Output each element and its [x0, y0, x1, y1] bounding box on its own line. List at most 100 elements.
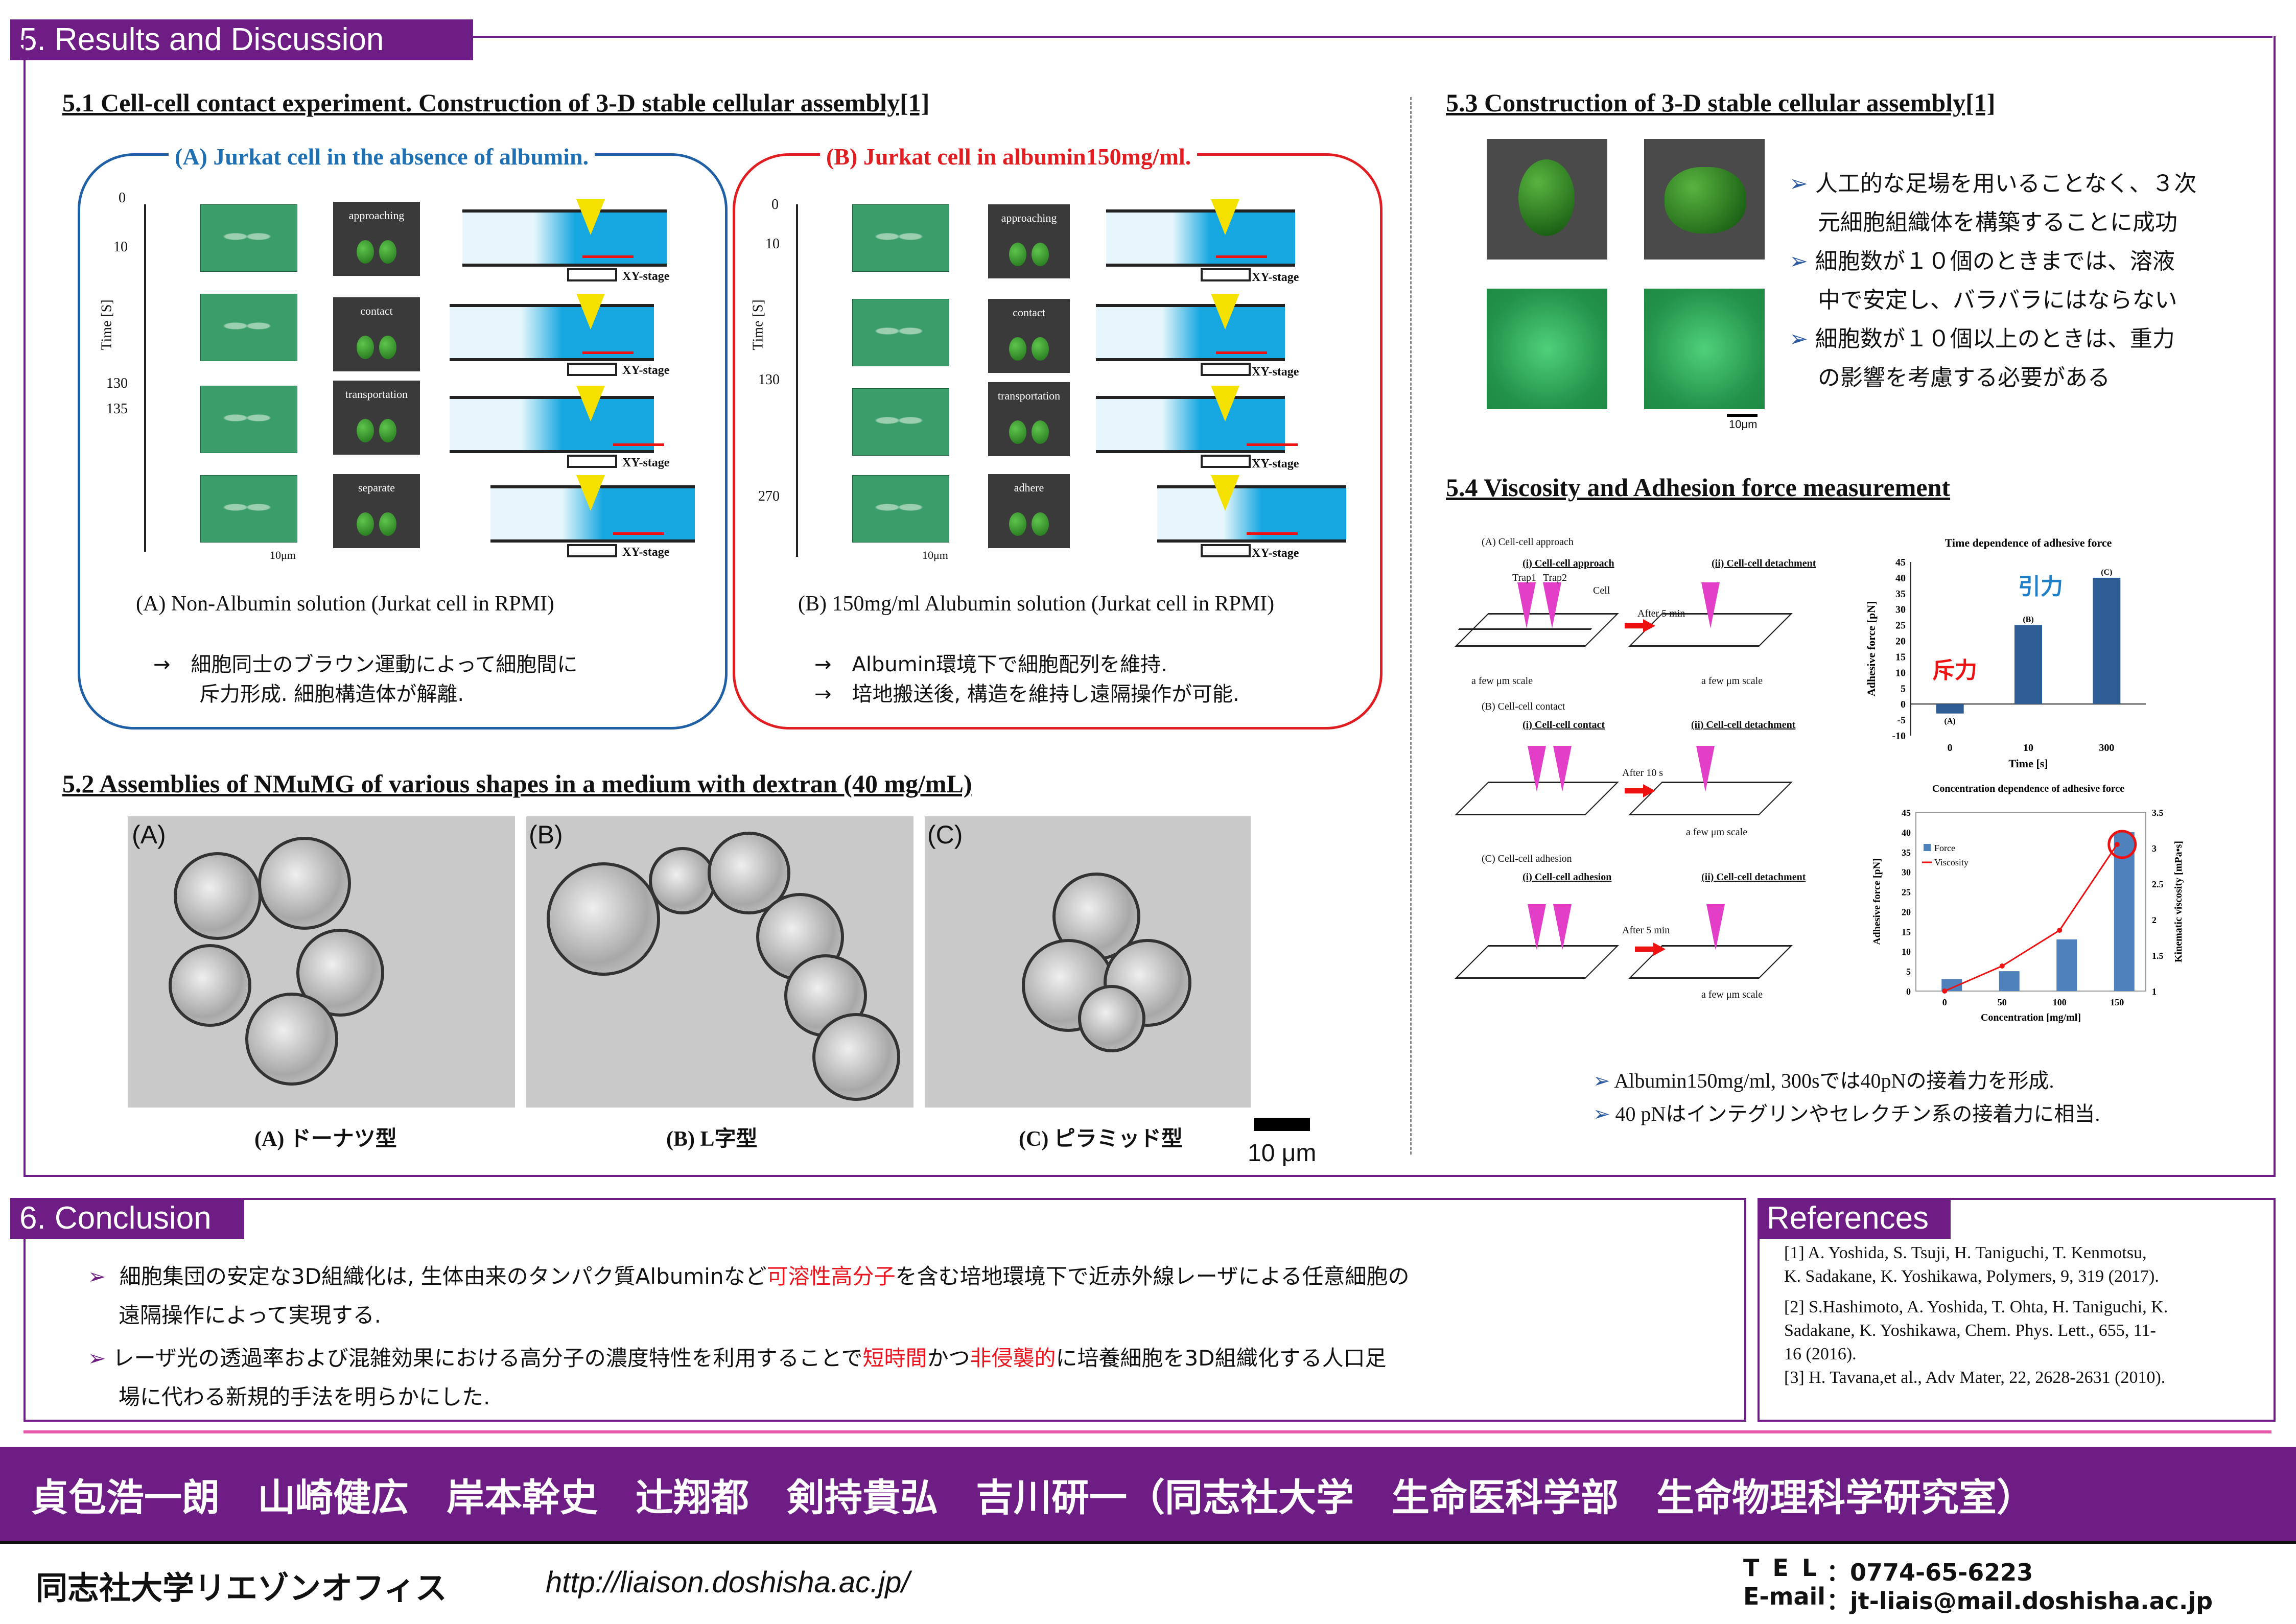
- schem-label: (C) Cell-cell adhesion: [1482, 853, 1572, 864]
- xy-stage-label: XY-stage: [622, 546, 670, 559]
- shape-caption: (A) ドーナツ型: [254, 1127, 397, 1151]
- step-box: adhere: [988, 474, 1070, 548]
- bar: [1936, 704, 1964, 714]
- bar-label: (B): [2023, 616, 2033, 624]
- x-tick-label: 50: [1998, 997, 2007, 1007]
- y2-tick-label: 1.5: [2152, 951, 2164, 961]
- xy-stage-label: XY-stage: [622, 270, 670, 283]
- micrograph: [200, 294, 297, 361]
- panel-label: (B): [529, 820, 563, 849]
- conclusion-frame: [24, 1198, 1746, 1422]
- y2-tick-label: 1: [2152, 986, 2157, 997]
- xy-stage-label: XY-stage: [622, 456, 670, 469]
- plot-frame: [1915, 812, 2146, 992]
- time-0: 0: [771, 197, 779, 213]
- mail-link[interactable]: ：jt-liais@mail.doshisha.ac.jp: [1826, 1587, 2213, 1615]
- chart1-title: Time dependence of adhesive force: [1945, 536, 2112, 549]
- y2-tick-label: 3.5: [2152, 808, 2164, 818]
- scale-label: a few μm scale: [1701, 989, 1763, 1000]
- reference-list: [1] A. Yoshida, S. Tsuji, H. Taniguchi, …: [1784, 1243, 2168, 1387]
- repulsion-label: 斥力: [1932, 657, 1977, 684]
- time-10: 10: [765, 236, 780, 252]
- scale-label: a few μm scale: [1471, 675, 1533, 687]
- trap-label: Trap2: [1543, 572, 1567, 583]
- chart2-title: Concentration dependence of adhesive for…: [1932, 783, 2124, 794]
- panel-b-note: → 培地搬送後, 構造を維持し遠隔操作が可能.: [814, 682, 1239, 706]
- legend-swatch: [1924, 844, 1931, 851]
- tel-label: T E L: [1743, 1554, 1817, 1582]
- time-130: 130: [106, 375, 128, 391]
- s54-heading: 5.4 Viscosity and Adhesion force measure…: [1446, 473, 1951, 502]
- nmumg-image-b: [526, 816, 913, 1108]
- xy-stage-label: XY-stage: [622, 364, 670, 377]
- y-tick-label: 10: [1895, 667, 1906, 678]
- schem-label: (B) Cell-cell contact: [1482, 701, 1565, 712]
- mail-label: E-mail: [1743, 1583, 1826, 1610]
- shape-caption: (B) L字型: [666, 1127, 758, 1151]
- schem-label: (ii) Cell-cell detachment: [1691, 719, 1796, 731]
- y-tick-label: 35: [1902, 848, 1911, 858]
- step-box: approaching: [988, 204, 1070, 278]
- panel-b-note: → Albumin環境下で細胞配列を維持.: [814, 653, 1167, 676]
- shape-caption: (C) ピラミッド型: [1019, 1127, 1183, 1151]
- nmumg-image-a: [128, 816, 515, 1108]
- micrograph: [200, 204, 297, 272]
- highlight-circle: [2107, 830, 2137, 859]
- scale-bar: [1254, 1118, 1310, 1131]
- micrograph: [200, 475, 297, 543]
- author-line: 貞包浩一朗 山崎健広 岸本幹史 辻翔都 剣持貴弘 吉川研一（同志社大学 生命医科…: [31, 1476, 2034, 1520]
- step-box: separate: [333, 474, 420, 548]
- xy-stage-label: XY-stage: [1252, 365, 1299, 379]
- y-tick-label: 25: [1902, 887, 1911, 898]
- scale-bar-label: 10 μm: [1248, 1140, 1317, 1167]
- y-tick-label: 20: [1895, 636, 1906, 647]
- y-tick-label: 25: [1895, 620, 1906, 631]
- cell-label: Cell: [1593, 585, 1610, 596]
- xy-stage-label: XY-stage: [1252, 547, 1299, 560]
- tel-value: ：0774-65-6223: [1826, 1559, 2033, 1586]
- y-tick-label: 5: [1906, 967, 1911, 977]
- conclusion-line: ➢ レーザ光の透過率および混雑効果における高分子の濃度特性を利用することで短時間…: [88, 1346, 1387, 1371]
- author-band: [0, 1447, 2296, 1541]
- x-tick-label: 150: [2110, 997, 2124, 1007]
- viscosity-point: [2057, 928, 2063, 933]
- y-tick-label: 0: [1906, 986, 1911, 997]
- scale-label: a few μm scale: [1701, 675, 1763, 687]
- micrograph: [852, 475, 949, 543]
- schem-label: (i) Cell-cell approach: [1522, 558, 1614, 569]
- x-axis-label: Concentration [mg/ml]: [1981, 1012, 2081, 1023]
- channel: [462, 209, 667, 267]
- time-130: 130: [758, 372, 780, 388]
- bar: [1999, 971, 2020, 991]
- attraction-label: 引力: [2018, 574, 2063, 600]
- legend-label: Viscosity: [1934, 857, 1969, 867]
- fluor-image: [1644, 289, 1765, 409]
- conclusion-line: 遠隔操作によって実現する.: [119, 1303, 381, 1328]
- s54-bullet: ➢ Albumin150mg/ml, 300sでは40pNの接着力を形成.: [1593, 1069, 2054, 1092]
- bar: [2056, 939, 2077, 991]
- panel-b-caption: (B) 150mg/ml Alubumin solution (Jurkat c…: [798, 592, 1275, 616]
- viscosity-point: [1999, 963, 2005, 969]
- y-tick-label: 30: [1895, 604, 1906, 616]
- y-tick-label: 15: [1902, 927, 1911, 937]
- y2-axis-label: Kinematic viscosity [mPa•s]: [2173, 841, 2184, 962]
- y2-tick-label: 2: [2152, 915, 2157, 925]
- s53-bullet: ➢ 人工的な足場を用いることなく、３次 元細胞組織体を構築することに成功 ➢ 細…: [1789, 171, 2197, 391]
- bar: [2093, 577, 2121, 704]
- references-frame: [1758, 1198, 2276, 1422]
- xy-stage-label: XY-stage: [1252, 271, 1299, 284]
- y-tick-label: 40: [1902, 828, 1911, 838]
- y-tick-label: 35: [1895, 589, 1906, 600]
- office-url-link[interactable]: http://liaison.doshisha.ac.jp/: [546, 1566, 910, 1599]
- conclusion-line: 場に代わる新規的手法を明らかにした.: [119, 1384, 490, 1409]
- schem-label: (ii) Cell-cell detachment: [1701, 872, 1806, 883]
- results-frame: [24, 36, 2276, 1177]
- s54-bullet: ➢ 40 pNはインテグリンやセレクチン系の接着力に相当.: [1593, 1102, 2100, 1125]
- micrograph: [852, 204, 949, 272]
- scale-bar-label: 10μm: [270, 549, 296, 561]
- step-box: approaching: [333, 202, 420, 276]
- references-title: References: [1758, 1198, 1951, 1239]
- conclusion-title: 6. Conclusion: [10, 1198, 244, 1239]
- time-0: 0: [119, 190, 126, 206]
- x-tick-label: 100: [2053, 997, 2067, 1007]
